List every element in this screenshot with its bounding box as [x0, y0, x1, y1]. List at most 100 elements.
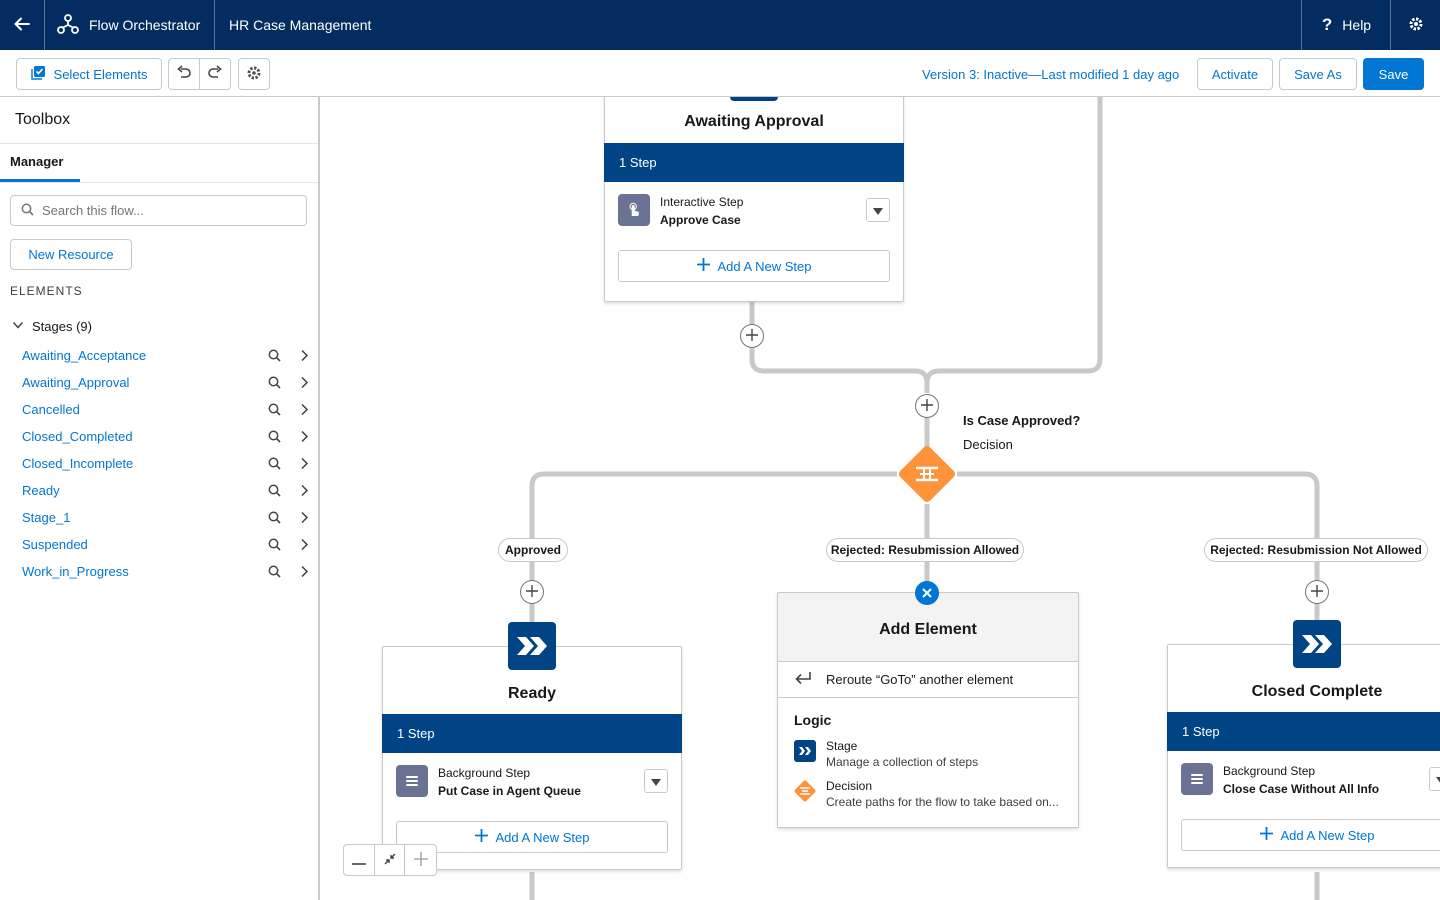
gear-icon — [246, 65, 262, 84]
stage-card-awaiting-approval[interactable]: Awaiting Approval 1 Step Interactive Ste… — [604, 97, 904, 302]
undo-button[interactable] — [168, 58, 200, 90]
toolbox-panel: Toolbox Manager Search this flow... New … — [0, 97, 320, 900]
step-name[interactable]: Close Case Without All Info — [1223, 782, 1380, 796]
logic-heading: Logic — [794, 712, 832, 728]
checkbox-icon — [30, 65, 46, 83]
step-menu-dropdown[interactable] — [1429, 767, 1440, 791]
decision-node[interactable] — [894, 441, 960, 507]
search-icon[interactable] — [268, 484, 281, 500]
select-elements-button[interactable]: Select Elements — [16, 58, 162, 90]
gear-icon — [1408, 16, 1424, 35]
zoom-in-button[interactable] — [405, 845, 436, 875]
toolbox-tabs: Manager — [0, 143, 318, 183]
reroute-goto-option[interactable]: Reroute “GoTo” another element — [778, 662, 1078, 698]
stage-card-closed-complete[interactable]: Closed Complete 1 Step Background Step C… — [1167, 644, 1440, 868]
chevron-right-icon[interactable] — [299, 376, 309, 392]
search-icon[interactable] — [268, 430, 281, 446]
caret-down-icon — [651, 774, 661, 789]
arrow-left-icon — [13, 15, 31, 36]
minus-icon — [351, 853, 366, 868]
decision-option-name: Decision — [826, 779, 873, 793]
stage-link[interactable]: Awaiting_Approval — [22, 375, 130, 390]
stage-link[interactable]: Stage_1 — [22, 510, 71, 525]
chevron-right-icon[interactable] — [299, 457, 309, 473]
back-button[interactable] — [0, 0, 45, 50]
add-step-button[interactable]: Add A New Step — [396, 821, 668, 853]
search-icon[interactable] — [268, 511, 281, 527]
plus-icon — [746, 328, 758, 344]
search-icon[interactable] — [268, 457, 281, 473]
stage-link[interactable]: Suspended — [22, 537, 88, 552]
app-launcher[interactable]: Flow Orchestrator — [45, 0, 215, 50]
save-as-button[interactable]: Save As — [1279, 58, 1357, 90]
add-element-popover: Add Element Reroute “GoTo” another eleme… — [777, 592, 1079, 828]
add-element-plus-button[interactable] — [915, 394, 939, 418]
decision-icon — [898, 445, 956, 503]
search-icon[interactable] — [268, 403, 281, 419]
step-type: Interactive Step — [660, 195, 744, 209]
search-icon[interactable] — [268, 349, 281, 365]
chevron-right-icon[interactable] — [299, 538, 309, 554]
outcome-label-resubmission-not-allowed[interactable]: Rejected: Resubmission Not Allowed — [1204, 538, 1428, 562]
stage-link[interactable]: Closed_Incomplete — [22, 456, 134, 471]
background-step-icon — [396, 765, 428, 797]
zoom-controls — [343, 844, 437, 876]
plus-icon — [474, 829, 488, 845]
stage-link[interactable]: Cancelled — [22, 402, 80, 417]
chevron-right-icon[interactable] — [299, 403, 309, 419]
step-menu-dropdown[interactable] — [866, 198, 890, 222]
step-name[interactable]: Approve Case — [660, 213, 741, 227]
stage-link[interactable]: Awaiting_Acceptance — [22, 348, 147, 363]
add-step-button[interactable]: Add A New Step — [1181, 819, 1440, 851]
chevron-right-icon[interactable] — [299, 511, 309, 527]
new-resource-button[interactable]: New Resource — [10, 239, 132, 270]
add-element-plus-button[interactable] — [740, 324, 764, 348]
shrink-icon — [384, 853, 396, 868]
redo-button[interactable] — [199, 58, 231, 90]
flow-canvas[interactable]: Awaiting Approval 1 Step Interactive Ste… — [322, 97, 1440, 900]
chevron-right-icon[interactable] — [299, 349, 309, 365]
stage-title: Ready — [507, 685, 557, 702]
chevron-right-icon[interactable] — [299, 565, 309, 581]
stage-icon — [730, 97, 778, 101]
list-item: Awaiting_Acceptance — [0, 342, 318, 369]
flow-properties-button[interactable] — [238, 58, 270, 90]
activate-button[interactable]: Activate — [1197, 58, 1273, 90]
list-item: Awaiting_Approval — [0, 369, 318, 396]
search-icon[interactable] — [268, 538, 281, 554]
tab-manager[interactable]: Manager — [0, 144, 80, 182]
close-add-element-button[interactable] — [915, 581, 939, 605]
search-icon[interactable] — [268, 376, 281, 392]
step-name[interactable]: Put Case in Agent Queue — [438, 784, 581, 798]
global-header: Flow Orchestrator HR Case Management ? H… — [0, 0, 1440, 50]
version-status[interactable]: Version 3: Inactive—Last modified 1 day … — [922, 67, 1180, 82]
chevron-right-icon[interactable] — [299, 430, 309, 446]
plus-icon — [413, 851, 428, 869]
save-button[interactable]: Save — [1363, 58, 1424, 90]
reroute-label: Reroute “GoTo” another element — [826, 672, 1014, 687]
stages-section-toggle[interactable]: Stages (9) — [12, 319, 92, 334]
list-item: Ready — [0, 477, 318, 504]
setup-button[interactable] — [1390, 0, 1440, 50]
search-flow-input[interactable]: Search this flow... — [10, 195, 307, 226]
list-item: Suspended — [0, 531, 318, 558]
fit-to-view-button[interactable] — [375, 845, 406, 875]
step-menu-dropdown[interactable] — [644, 769, 668, 793]
zoom-out-button[interactable] — [344, 845, 375, 875]
add-step-button[interactable]: Add A New Step — [618, 250, 890, 282]
outcome-label-approved[interactable]: Approved — [498, 538, 568, 562]
add-element-plus-button[interactable] — [1305, 580, 1329, 604]
stage-link[interactable]: Closed_Completed — [22, 429, 133, 444]
stage-link[interactable]: Work_in_Progress — [22, 564, 129, 579]
connector-lines — [529, 97, 1320, 900]
outcome-label-resubmission-allowed[interactable]: Rejected: Resubmission Allowed — [826, 538, 1024, 562]
stage-link[interactable]: Ready — [22, 483, 60, 498]
stage-card-ready[interactable]: Ready 1 Step Background Step Put Case in… — [382, 646, 682, 870]
stages-list: Awaiting_Acceptance Awaiting_Approval Ca… — [0, 342, 318, 585]
background-step-icon — [1181, 763, 1213, 795]
chevron-right-icon[interactable] — [299, 484, 309, 500]
help-button[interactable]: ? Help — [1301, 0, 1391, 50]
decision-title: Is Case Approved? — [963, 413, 1081, 428]
search-icon[interactable] — [268, 565, 281, 581]
add-element-plus-button[interactable] — [520, 580, 544, 604]
